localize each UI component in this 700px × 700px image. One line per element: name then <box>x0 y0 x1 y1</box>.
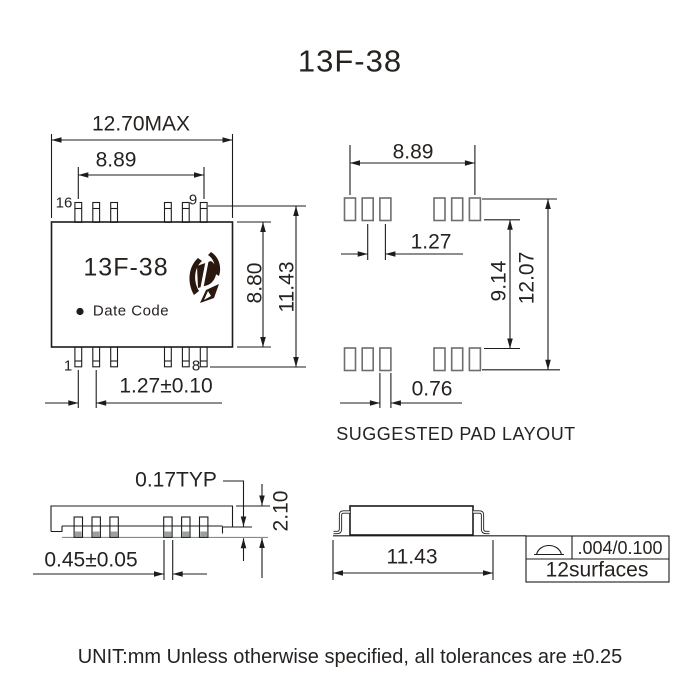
dim-pad-pitch: 1.27 <box>410 230 452 254</box>
profile-pins <box>73 516 209 538</box>
dim-pad-width: 0.76 <box>411 377 453 401</box>
side-body <box>349 505 474 536</box>
pin-label-8: 8 <box>191 357 201 375</box>
dim-pin-span: 8.89 <box>95 148 137 172</box>
page-title: 13F-38 <box>297 43 403 79</box>
dim-body-height: 8.80 <box>243 262 267 304</box>
dim-lead-width: 0.45±0.05 <box>44 548 138 572</box>
pin-label-1: 1 <box>63 357 73 375</box>
pin-label-16: 16 <box>55 194 73 212</box>
part-number-marking: 13F-38 <box>83 253 169 282</box>
dim-profile-height: 2.10 <box>269 490 293 532</box>
surface-profile-symbol <box>534 544 564 556</box>
dim-overall-height: 11.43 <box>275 261 299 313</box>
bottom-pad-row <box>343 347 482 372</box>
package-top-view <box>45 134 306 408</box>
dim-pad-outer-span: 12.07 <box>515 251 539 305</box>
package-body <box>50 221 234 348</box>
dim-pin-pitch: 1.27±0.10 <box>119 374 213 398</box>
date-code-label: Date Code <box>92 302 170 320</box>
pad-layout-view <box>340 145 560 408</box>
front-profile-view <box>33 480 270 580</box>
dim-overall-width: 12.70MAX <box>91 112 191 136</box>
dim-body-length: 11.43 <box>386 545 438 569</box>
right-gullwing-lead <box>473 510 490 535</box>
pin1-marker-dot <box>76 307 84 316</box>
footer-tolerance-note: UNIT:mm Unless otherwise specified, all … <box>77 646 623 668</box>
dim-pad-span: 8.89 <box>392 140 434 164</box>
dim-pad-inner-gap: 9.14 <box>487 260 511 302</box>
side-profile-view <box>332 505 670 583</box>
top-pins <box>74 201 208 223</box>
flatness-value: .004/0.100 <box>577 538 663 558</box>
pad-layout-caption: SUGGESTED PAD LAYOUT <box>336 424 576 444</box>
pin-label-9: 9 <box>188 191 198 209</box>
flatness-note: 12surfaces <box>545 558 649 582</box>
manufacturer-logo <box>189 252 221 303</box>
dim-lead-thickness: 0.17TYP <box>135 468 217 492</box>
left-gullwing-lead <box>333 510 350 535</box>
top-pad-row <box>343 197 482 222</box>
flatness-table <box>525 535 670 583</box>
bottom-pins <box>74 346 208 368</box>
